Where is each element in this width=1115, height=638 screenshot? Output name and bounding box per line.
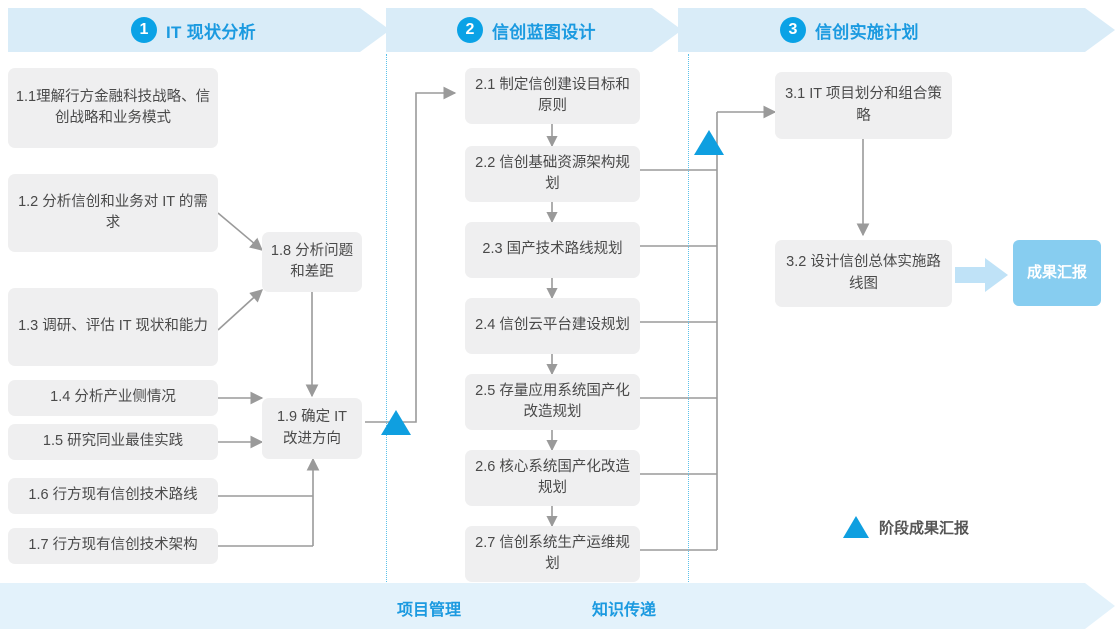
phase-label-3: 信创实施计划: [815, 22, 919, 42]
node-2-6[interactable]: 2.6 核心系统国产化改造规划: [465, 450, 640, 506]
phase-banner-1: [8, 8, 390, 52]
node-3-2[interactable]: 3.2 设计信创总体实施路线图: [775, 240, 952, 307]
phase-label-2: 信创蓝图设计: [492, 22, 596, 42]
phase-number-2: 2: [457, 17, 483, 43]
phase-divider-2: [688, 54, 689, 582]
footer-label-2: 知识传递: [592, 602, 657, 619]
edge-1_2-to-1_8: [217, 212, 263, 251]
legend-milestone: 阶段成果汇报: [843, 516, 969, 538]
triangle-icon: [843, 516, 869, 538]
phase-title-2: 2 信创蓝图设计: [457, 16, 596, 44]
node-1-4[interactable]: 1.4 分析产业侧情况: [8, 380, 218, 416]
result-report-text: 成果汇报: [1026, 263, 1087, 281]
node-1-8[interactable]: 1.8 分析问题和差距: [262, 232, 362, 292]
edge-1_3-to-1_8: [217, 289, 263, 331]
legend-milestone-label: 阶段成果汇报: [879, 519, 970, 537]
phase-title-1: 1 IT 现状分析: [131, 16, 256, 44]
node-1-1[interactable]: 1.1理解行方金融科技战略、信创战略和业务模式: [8, 68, 218, 148]
node-1-2[interactable]: 1.2 分析信创和业务对 IT 的需求: [8, 174, 218, 252]
node-1-7[interactable]: 1.7 行方现有信创技术架构: [8, 528, 218, 564]
milestone-marker-phase2: [694, 130, 724, 155]
phase-number-1: 1: [131, 17, 157, 43]
phase-banner-3: [678, 8, 1115, 52]
node-2-2[interactable]: 2.2 信创基础资源架构规划: [465, 146, 640, 202]
node-2-5[interactable]: 2.5 存量应用系统国产化改造规划: [465, 374, 640, 430]
node-2-4[interactable]: 2.4 信创云平台建设规划: [465, 298, 640, 354]
phase-divider-1: [386, 54, 387, 582]
phase-title-3: 3 信创实施计划: [780, 16, 919, 44]
footer-banner: [0, 583, 1115, 629]
phase-label-1: IT 现状分析: [166, 22, 256, 42]
node-2-3[interactable]: 2.3 国产技术路线规划: [465, 222, 640, 278]
node-2-7[interactable]: 2.7 信创系统生产运维规划: [465, 526, 640, 582]
milestone-marker-phase1: [381, 410, 411, 435]
node-1-6[interactable]: 1.6 行方现有信创技术路线: [8, 478, 218, 514]
phase-number-3: 3: [780, 17, 806, 43]
footer-label-1: 项目管理: [397, 602, 462, 619]
node-1-5[interactable]: 1.5 研究同业最佳实践: [8, 424, 218, 460]
node-1-3[interactable]: 1.3 调研、评估 IT 现状和能力: [8, 288, 218, 366]
phase-banner-2: [386, 8, 682, 52]
node-3-1[interactable]: 3.1 IT 项目划分和组合策略: [775, 72, 952, 139]
edge-3_2-to-result: [955, 258, 1008, 292]
node-2-1[interactable]: 2.1 制定信创建设目标和原则: [465, 68, 640, 124]
result-report-badge[interactable]: 成果汇报: [1013, 240, 1101, 306]
node-1-9[interactable]: 1.9 确定 IT 改进方向: [262, 398, 362, 459]
